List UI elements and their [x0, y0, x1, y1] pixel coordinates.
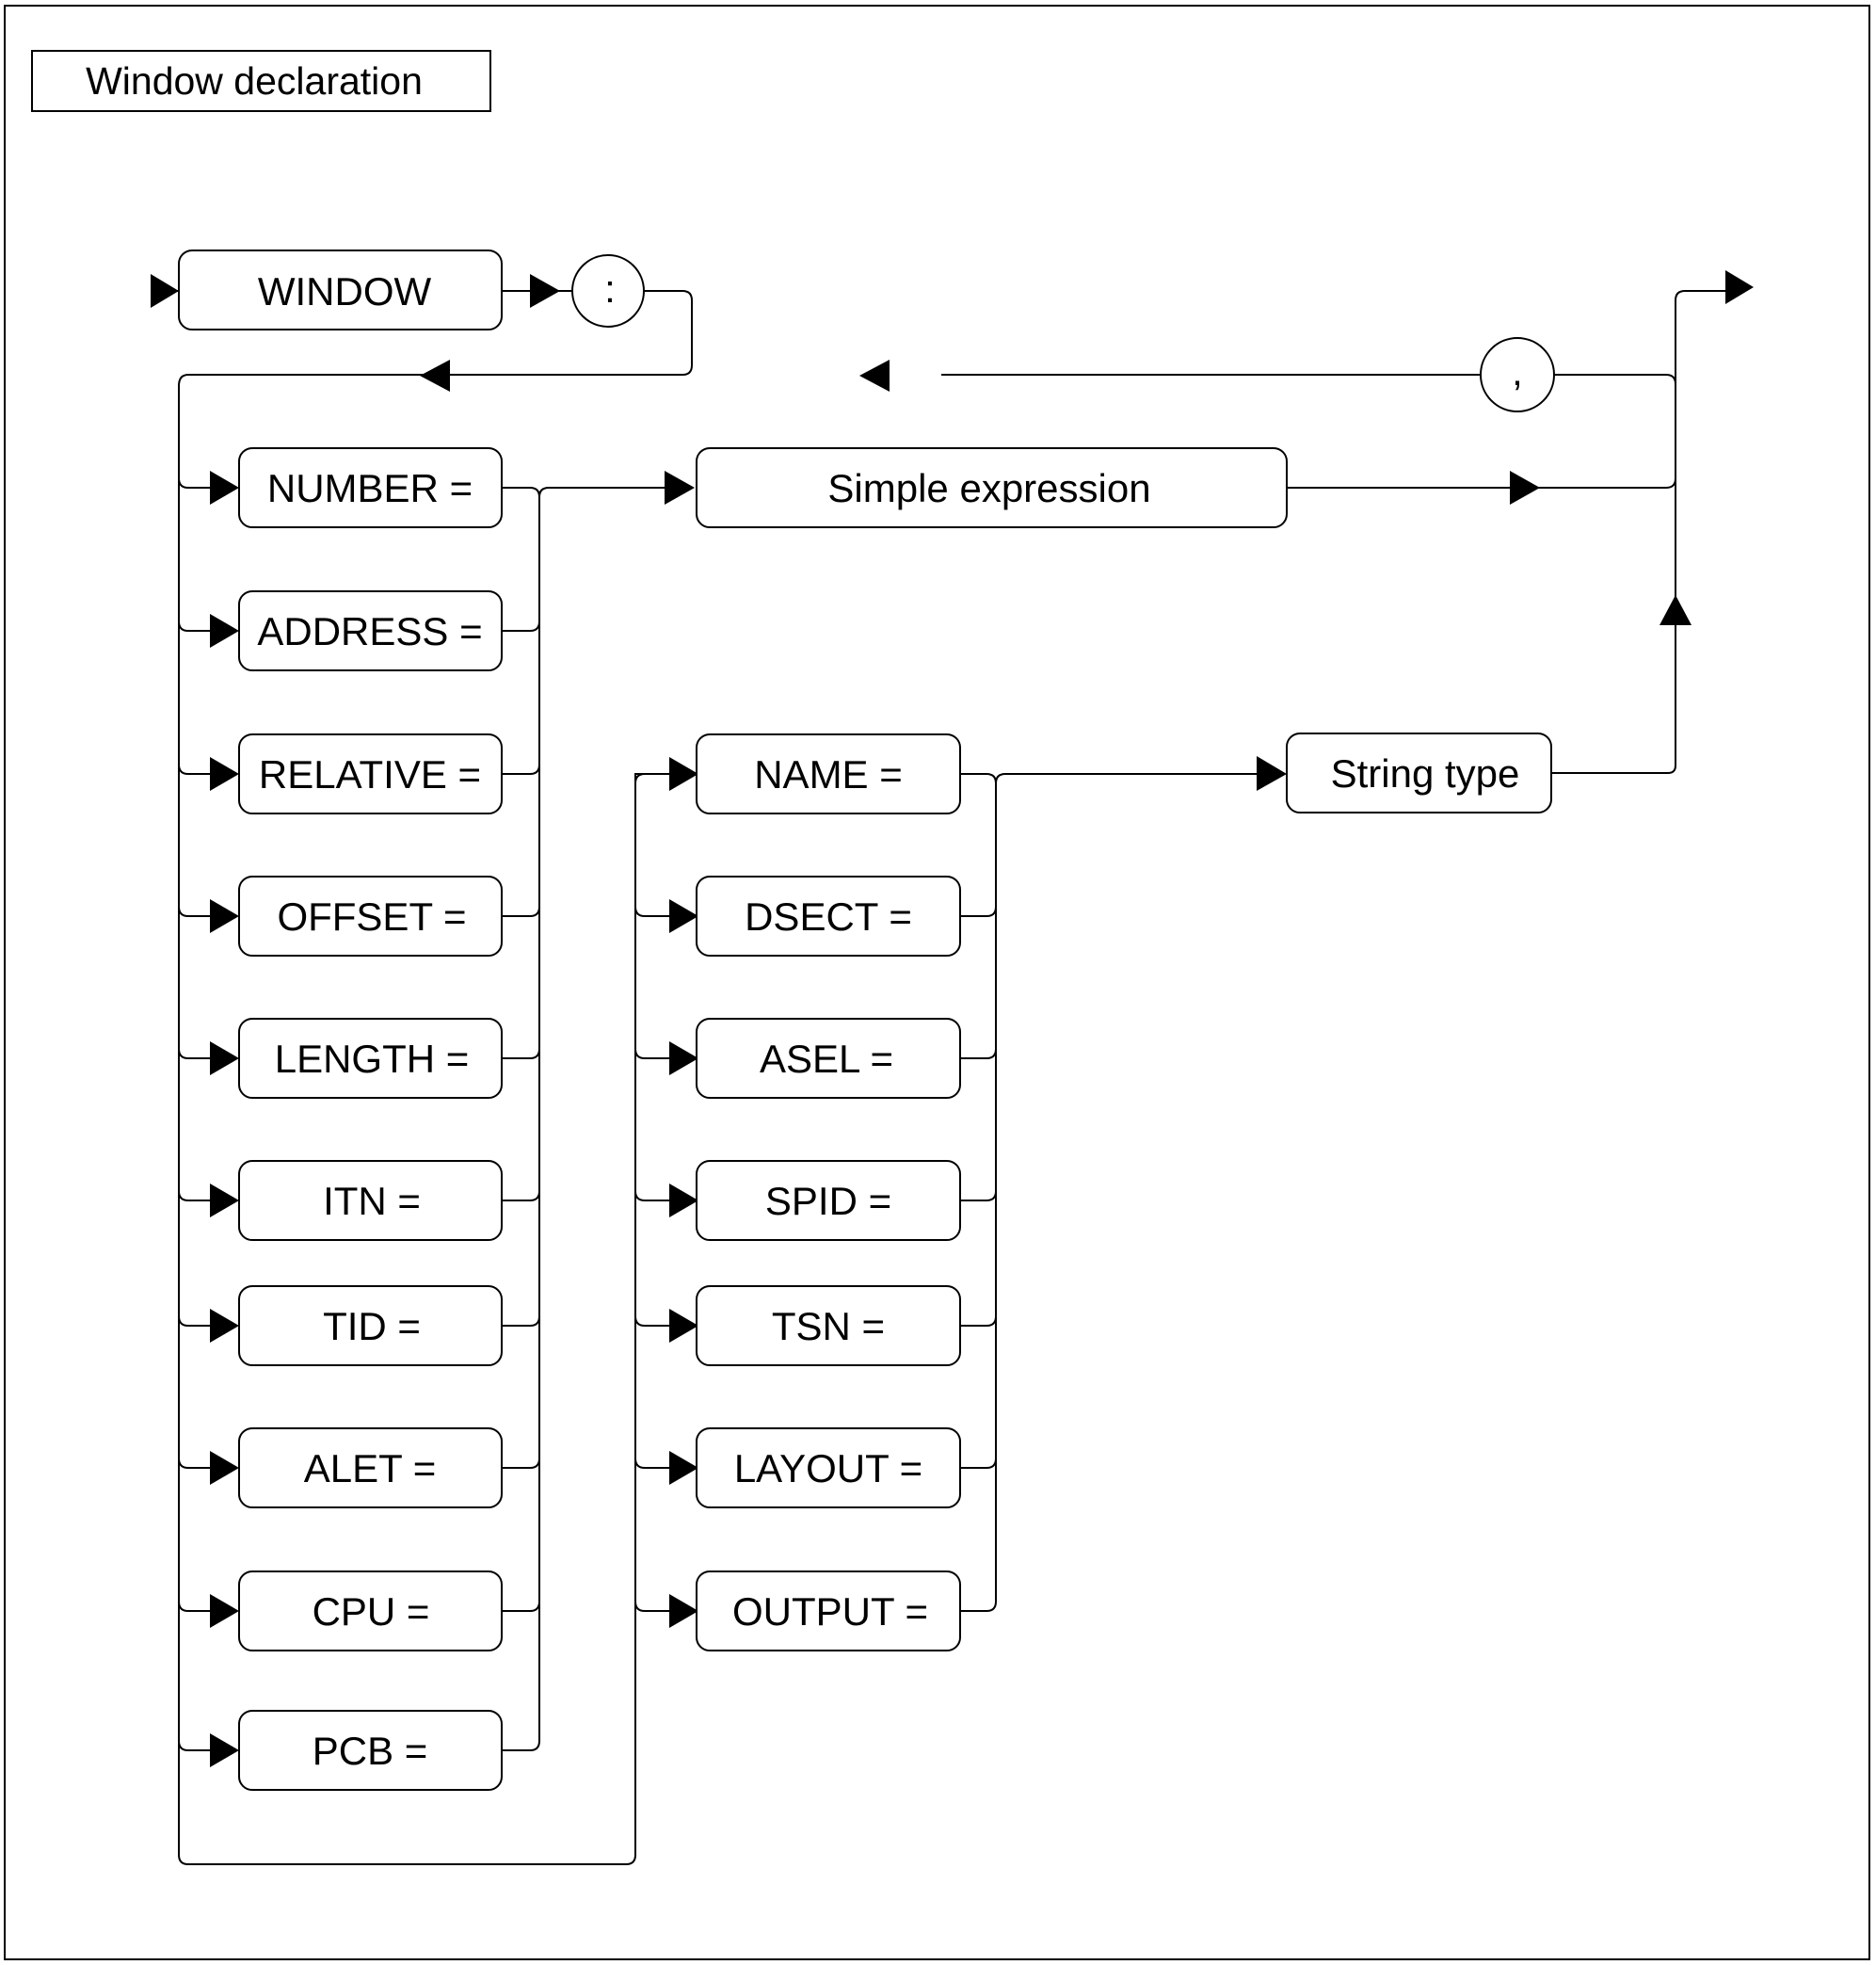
- arrow-left-option: [210, 899, 239, 933]
- option-box: [696, 1570, 961, 1651]
- colon-circle: [571, 254, 645, 328]
- arrow-to-colon: [530, 274, 560, 308]
- arrow-right-option: [669, 899, 698, 933]
- arrow-right-option: [669, 1451, 698, 1485]
- option-box: [238, 447, 503, 528]
- arrow-left-option: [210, 614, 239, 648]
- comma-symbol: ,: [1512, 349, 1523, 394]
- arrow-right-option: [669, 1041, 698, 1075]
- option-label: LAYOUT =: [734, 1446, 922, 1490]
- exit-arrow: [1725, 270, 1754, 304]
- option-box: [238, 1160, 503, 1241]
- option-label: CPU =: [313, 1589, 430, 1634]
- option-label: RELATIVE =: [259, 752, 481, 797]
- option-label: ADDRESS =: [257, 609, 482, 653]
- return-arrow-mid: [859, 360, 890, 392]
- string-type-box: [1286, 733, 1552, 813]
- arrow-left-option: [210, 1733, 239, 1767]
- arrow-left-option: [210, 1184, 239, 1217]
- option-label: PCB =: [313, 1729, 428, 1773]
- string-type-label: String type: [1331, 751, 1520, 796]
- option-box: [696, 1285, 961, 1366]
- option-label: LENGTH =: [275, 1037, 470, 1081]
- simple-expression-label: Simple expression: [827, 466, 1150, 510]
- option-label: NUMBER =: [267, 466, 473, 510]
- option-label: NAME =: [754, 752, 903, 797]
- window-keyword: WINDOW: [258, 269, 432, 314]
- arrow-right-option: [669, 1309, 698, 1343]
- option-box: [238, 1285, 503, 1366]
- option-label: ITN =: [323, 1179, 421, 1223]
- option-label: TID =: [323, 1304, 421, 1348]
- option-label: OUTPUT =: [732, 1589, 928, 1634]
- option-box: [696, 1427, 961, 1508]
- arrow-up-collector: [1660, 595, 1692, 625]
- title-box: [31, 50, 491, 112]
- arrow-left-option: [210, 471, 239, 505]
- arrowheads: [151, 270, 1754, 1767]
- option-label: TSN =: [772, 1304, 885, 1348]
- option-box: [696, 876, 961, 957]
- option-box: [238, 590, 503, 671]
- diagram-title: Window declaration: [86, 59, 423, 103]
- option-label: DSECT =: [745, 894, 912, 939]
- option-label: ALET =: [304, 1446, 436, 1490]
- option-box: [696, 733, 961, 814]
- arrow-left-option: [210, 1041, 239, 1075]
- arrow-left-option: [210, 1594, 239, 1628]
- return-arrow-left: [420, 360, 450, 392]
- arrow-right-option: [669, 1184, 698, 1217]
- arrow-left-option: [210, 1309, 239, 1343]
- comma-circle: [1480, 337, 1555, 412]
- window-keyword-box: [178, 250, 503, 330]
- option-box: [696, 1018, 961, 1099]
- right-options: NAME = DSECT = ASEL = SPID = TSN = LAYOU…: [696, 733, 961, 1651]
- arrow-left-option: [210, 757, 239, 791]
- connector-lines: [151, 290, 1727, 1865]
- option-label: ASEL =: [760, 1037, 893, 1081]
- entry-arrow: [151, 274, 179, 308]
- option-box: [238, 733, 503, 814]
- simple-expression-box: [696, 447, 1288, 528]
- option-box: [238, 876, 503, 957]
- arrow-right-option: [669, 1594, 698, 1628]
- option-box: [238, 1570, 503, 1651]
- arrow-right-option: [669, 757, 698, 791]
- arrow-left-option: [210, 1451, 239, 1485]
- arrow-to-string-type: [1257, 756, 1287, 791]
- left-options: NUMBER = ADDRESS = RELATIVE = OFFSET = L…: [238, 447, 503, 1791]
- option-label: OFFSET =: [277, 894, 466, 939]
- option-box: [238, 1427, 503, 1508]
- option-label: SPID =: [765, 1179, 891, 1223]
- option-box: [696, 1160, 961, 1241]
- arrow-after-simple-expression: [1510, 471, 1540, 505]
- option-box: [238, 1710, 503, 1791]
- arrow-to-simple-expression: [665, 471, 695, 505]
- colon-symbol: :: [604, 266, 616, 311]
- option-box: [238, 1018, 503, 1099]
